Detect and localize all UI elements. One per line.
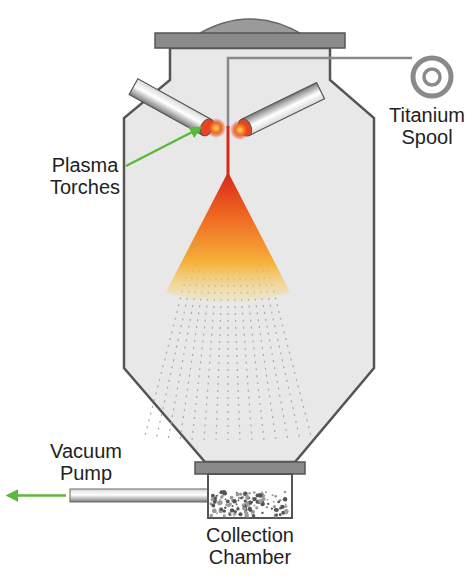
powder-grain [219,490,223,494]
powder-grain [223,509,226,512]
spool-rim [413,58,451,96]
powder-grain [238,497,240,499]
powder-grain [216,494,218,496]
powder-grain [285,505,288,508]
powder-grain [245,504,247,506]
powder-grain [273,501,275,503]
powder-grain [245,496,249,500]
powder-grain [227,504,231,508]
spool-hub [424,69,440,85]
powder-grain [253,505,255,507]
powder-grain [255,506,258,509]
torch-body [241,83,324,136]
powder-grain [225,498,227,500]
powder-grain [242,507,246,511]
powder-grain [211,498,215,502]
part-label: Plasma Torches [35,154,135,198]
powder-grain [212,509,217,514]
pointer-arrow [126,128,200,166]
part-label: Vacuum Pump [36,440,136,484]
powder-grain [279,507,282,510]
powder-grain [232,505,234,507]
collection-box [208,474,292,518]
torch-body [129,79,211,135]
powder-grain [239,493,242,496]
powder-grain [274,508,277,511]
left-torch [129,79,216,138]
powder-grain [219,507,223,511]
molten-stream [227,126,230,178]
powder-grain [238,512,242,516]
powder-grain [224,507,226,509]
plasma-glow [206,118,226,138]
powder-grain [209,514,213,518]
spray-cone [166,172,290,302]
chamber-body [124,48,374,462]
part-label: Collection Chamber [192,524,308,568]
powder-grain [231,514,233,516]
bottom-flange [195,462,305,474]
powder-grain [249,508,252,511]
powder-grain [253,491,256,494]
powder-grain [229,514,231,516]
powder-grain [267,499,269,501]
powder-grain [236,493,240,497]
powder-grain [275,513,278,516]
powder-grain [216,512,218,514]
powder-grain [265,491,267,493]
powder-grain [245,511,248,514]
powder-grain [285,512,287,514]
powder-grain [248,492,250,494]
powder-grain [230,496,234,500]
powder-pile [209,490,288,518]
powder-grain [272,494,274,496]
vacuum-pipe [70,489,210,502]
powder-grain [236,503,238,505]
powder-grain [267,503,269,505]
powder-grain [214,497,217,500]
part-label: Titanium Spool [384,104,470,148]
powder-grain [271,508,273,510]
powder-grain [277,501,280,504]
powder-grain [284,491,287,494]
powder-grain [211,504,215,508]
powder-grain [279,513,282,516]
powder-grain [221,495,223,497]
top-flange [155,33,345,48]
powder-grain [226,500,230,504]
powder-grain [266,506,268,508]
flow-arrow [8,494,66,497]
powder-grain [211,497,213,499]
powder-grain [253,497,257,501]
powder-grain [261,497,265,501]
powder-grain [240,497,243,500]
powder-grain [273,505,276,508]
powder-grain [230,508,234,512]
powder-grain [236,507,239,510]
powder-grain [274,508,278,512]
powder-grain [274,495,277,498]
powder-grain [219,499,221,501]
powder-grain [238,499,240,501]
powder-grain [261,512,263,514]
powder-grain [274,514,278,518]
powder-grain [234,510,237,513]
powder-grain [256,502,258,504]
powder-grain [285,503,287,505]
plasma-glow [230,120,250,140]
powder-grain [252,514,256,518]
powder-grain [258,493,263,498]
powder-grain [217,501,221,505]
powder-grain [242,506,247,511]
powder-grain [230,502,232,504]
powder-grain [261,491,263,493]
powder-grain [232,499,236,503]
powder-grain [223,514,226,517]
powder-grain [283,497,287,501]
powder-grain [251,514,253,516]
powder-grain [216,495,218,497]
powder-grain [246,501,249,504]
powder-grain [233,515,235,517]
